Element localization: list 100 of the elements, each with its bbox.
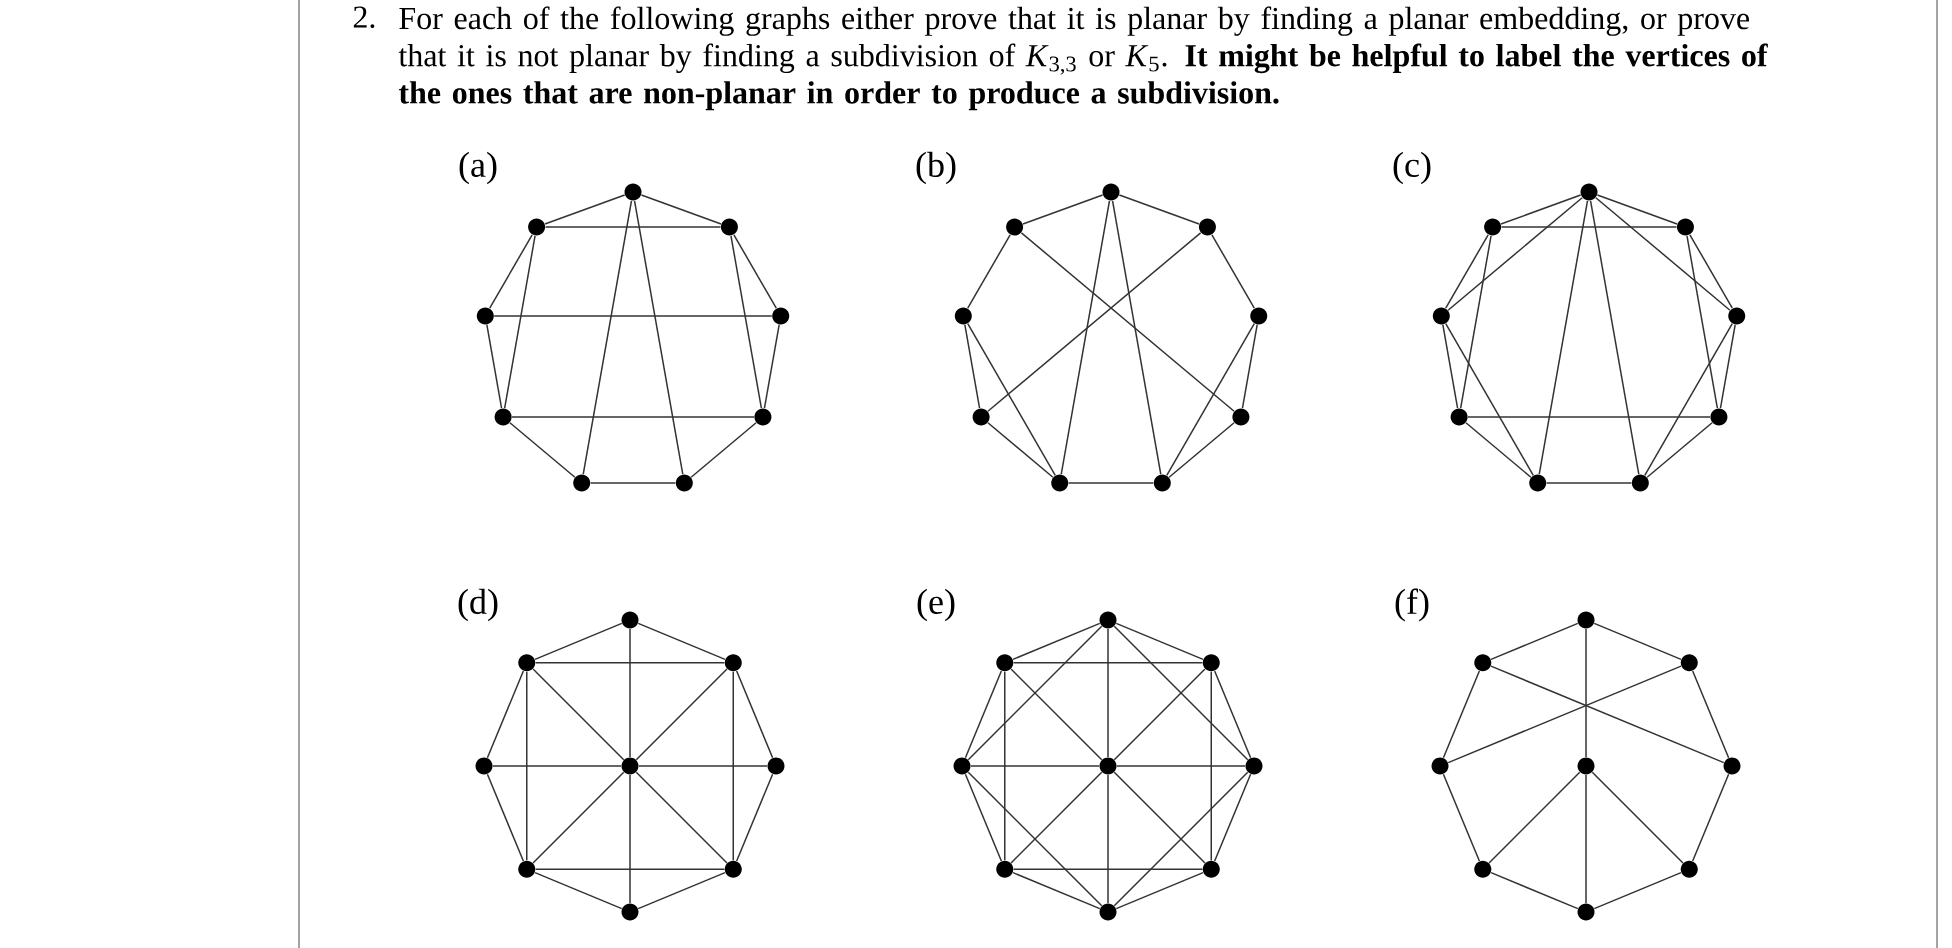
graph-edge bbox=[987, 232, 1202, 413]
graph-edge bbox=[1010, 771, 1103, 864]
vertex-dot bbox=[1710, 408, 1728, 426]
graph-edge bbox=[1113, 771, 1249, 907]
vertex-dot bbox=[1245, 757, 1263, 775]
graph-edge bbox=[1115, 871, 1204, 910]
graph-edge bbox=[1442, 323, 1459, 409]
graph-edge bbox=[1593, 622, 1682, 661]
graph-edge bbox=[1538, 200, 1589, 475]
graph-edge bbox=[1447, 196, 1583, 311]
vertex-dot bbox=[1577, 757, 1595, 775]
vertex-dot bbox=[720, 218, 738, 236]
graph-edge bbox=[1020, 232, 1235, 413]
graph-edge bbox=[589, 482, 677, 484]
vertex-dot bbox=[724, 654, 742, 672]
vertex-dot bbox=[1198, 218, 1216, 236]
graph-edge bbox=[492, 765, 622, 767]
graph-edge bbox=[1490, 622, 1579, 661]
graph-edge bbox=[967, 234, 1011, 309]
graph-edge bbox=[1500, 194, 1582, 225]
vertex-dot bbox=[1577, 903, 1595, 921]
vertex-dot bbox=[573, 474, 591, 492]
graph-edge bbox=[763, 323, 780, 409]
graph-edge bbox=[970, 765, 1100, 767]
vertex-dot bbox=[1728, 307, 1746, 325]
graph-edge bbox=[486, 773, 525, 862]
vertex-dot bbox=[972, 408, 990, 426]
graph-edge bbox=[1010, 668, 1103, 761]
problem-statement: For each of the following graphs either prove that it is planar by finding a planar embedding, or prove that it is not planar by finding a subdivision of K$_{3,3}$ or K$_{5}$. It might be helpful to label the vertices of the ones that are non-planar in order to produce a subdivision. bbox=[398, 6, 1768, 111]
vertex-dot bbox=[1202, 860, 1220, 878]
graph-edge bbox=[1211, 234, 1256, 309]
vertex-dot bbox=[621, 757, 639, 775]
graph-edge bbox=[1210, 670, 1212, 862]
vertex-dot bbox=[675, 474, 693, 492]
vertex-dot bbox=[996, 654, 1014, 672]
graph-edge bbox=[635, 668, 728, 761]
graph-edge bbox=[1115, 622, 1204, 661]
graph-edge bbox=[532, 668, 625, 761]
graph-edge bbox=[1012, 662, 1204, 664]
graph-edge bbox=[629, 628, 631, 758]
graph-edge bbox=[544, 194, 626, 225]
graph-edge bbox=[486, 670, 525, 759]
graph-edge bbox=[1107, 628, 1109, 758]
graph-edge bbox=[1442, 670, 1481, 759]
graph-edge bbox=[1107, 774, 1109, 904]
vertex-dot bbox=[518, 860, 536, 878]
graph-edge bbox=[735, 773, 774, 862]
graph-edge bbox=[733, 234, 778, 309]
vertex-dot bbox=[1474, 860, 1492, 878]
vertex-dot bbox=[1006, 218, 1024, 236]
graph-edge bbox=[987, 422, 1054, 478]
graph-edge bbox=[629, 774, 631, 904]
vertex-dot bbox=[1474, 654, 1492, 672]
vertex-dot bbox=[1232, 408, 1250, 426]
graph-edge bbox=[1113, 668, 1206, 761]
graph-edge bbox=[1691, 670, 1730, 759]
graph-edge bbox=[493, 315, 773, 317]
graph-edge bbox=[486, 323, 503, 409]
graph-edge bbox=[1689, 234, 1734, 309]
graph-edge bbox=[503, 235, 536, 409]
graph-edge bbox=[534, 871, 623, 910]
vertex-dot bbox=[1202, 654, 1220, 672]
graph-edge bbox=[1490, 665, 1725, 764]
graph-edge bbox=[967, 322, 1056, 476]
graph-edge bbox=[532, 771, 625, 864]
graph-edge bbox=[1646, 422, 1713, 478]
vertex-dot bbox=[1723, 757, 1741, 775]
graph-edge bbox=[1488, 771, 1581, 864]
graph-edge bbox=[735, 670, 774, 759]
graph-edge bbox=[1113, 771, 1206, 864]
vertex-dot bbox=[1577, 611, 1595, 629]
graph-edge bbox=[967, 625, 1103, 761]
graph-edge bbox=[1012, 868, 1204, 870]
graph-edge bbox=[964, 773, 1003, 862]
vertex-dot bbox=[1432, 307, 1450, 325]
graph-edge bbox=[1644, 322, 1734, 476]
vertex-dot bbox=[754, 408, 772, 426]
graph-edge bbox=[1719, 323, 1736, 409]
vertex-dot bbox=[1099, 903, 1117, 921]
vertex-dot bbox=[518, 654, 536, 672]
graph-edge bbox=[1447, 665, 1682, 764]
graph-edge bbox=[1213, 773, 1252, 862]
graph-edge bbox=[1116, 765, 1246, 767]
vertex-dot bbox=[621, 611, 639, 629]
graph-edge bbox=[511, 416, 755, 418]
graph-edge bbox=[640, 194, 722, 225]
graph-edge bbox=[1445, 322, 1534, 476]
graph-edge bbox=[1490, 871, 1579, 910]
vertex-dot bbox=[476, 307, 494, 325]
list-number: 2. bbox=[353, 6, 375, 29]
graph-edge bbox=[732, 670, 734, 862]
vertex-dot bbox=[767, 757, 785, 775]
vertex-dot bbox=[1529, 474, 1547, 492]
vertex-dot bbox=[1051, 474, 1069, 492]
graph-edge bbox=[526, 670, 528, 862]
vertex-dot bbox=[494, 408, 512, 426]
subfigure-label: (d) bbox=[458, 588, 498, 622]
vertex-dot bbox=[1484, 218, 1502, 236]
graph-edge bbox=[637, 622, 726, 661]
graph-edge bbox=[1241, 323, 1258, 409]
